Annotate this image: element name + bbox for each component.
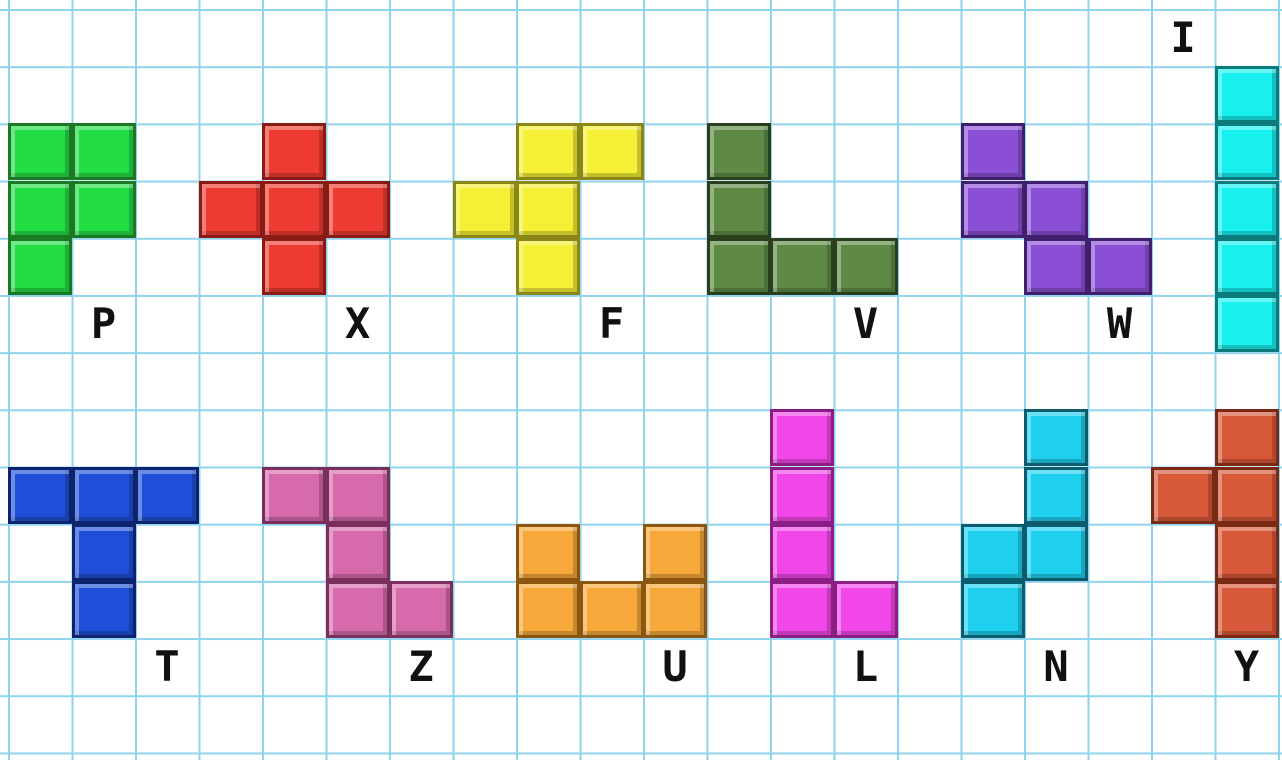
pentomino-l-square bbox=[834, 581, 898, 638]
pentomino-l-label: L bbox=[836, 642, 896, 692]
pentomino-t-square bbox=[72, 467, 136, 524]
pentomino-f-square bbox=[516, 238, 580, 295]
pentomino-t-label: T bbox=[137, 642, 197, 692]
pentomino-x-square bbox=[199, 181, 263, 238]
pentomino-u-label: U bbox=[645, 642, 705, 692]
pentomino-n-square bbox=[1024, 524, 1088, 581]
pentomino-u-square bbox=[516, 524, 580, 581]
pentomino-n-square bbox=[961, 581, 1025, 638]
pentomino-n-square bbox=[1024, 467, 1088, 524]
pentomino-p-label: P bbox=[74, 299, 134, 349]
pentomino-n-square bbox=[961, 524, 1025, 581]
pentomino-z-square bbox=[326, 524, 390, 581]
pentomino-l-square bbox=[770, 524, 834, 581]
pentomino-t-square bbox=[135, 467, 199, 524]
pentomino-l-square bbox=[770, 467, 834, 524]
pentomino-z-square bbox=[262, 467, 326, 524]
pentomino-w-square bbox=[961, 181, 1025, 238]
pentomino-w-square bbox=[1088, 238, 1152, 295]
pentomino-f-label: F bbox=[582, 299, 642, 349]
pentomino-x-square bbox=[326, 181, 390, 238]
pentomino-x-square bbox=[262, 238, 326, 295]
pentomino-u-square bbox=[516, 581, 580, 638]
pentomino-i-square bbox=[1215, 238, 1279, 295]
pentomino-y-square bbox=[1151, 467, 1215, 524]
pentomino-f-square bbox=[580, 123, 644, 180]
pentomino-p-square bbox=[72, 181, 136, 238]
pentomino-w-square bbox=[1024, 181, 1088, 238]
pentomino-l-square bbox=[770, 409, 834, 466]
pentomino-x-square bbox=[262, 123, 326, 180]
pentomino-y-square bbox=[1215, 467, 1279, 524]
pentomino-i-square bbox=[1215, 66, 1279, 123]
pentomino-x-square bbox=[262, 181, 326, 238]
pentomino-v-label: V bbox=[836, 299, 896, 349]
pentomino-f-square bbox=[516, 181, 580, 238]
pentomino-y-square bbox=[1215, 409, 1279, 466]
pentomino-v-square bbox=[707, 123, 771, 180]
pentomino-p-square bbox=[8, 123, 72, 180]
pentomino-i-label: I bbox=[1153, 13, 1213, 63]
pentomino-y-square bbox=[1215, 524, 1279, 581]
pentomino-l-square bbox=[770, 581, 834, 638]
pentomino-w-label: W bbox=[1090, 299, 1150, 349]
pentomino-w-square bbox=[1024, 238, 1088, 295]
pentomino-x-label: X bbox=[328, 299, 388, 349]
pentomino-n-label: N bbox=[1026, 642, 1086, 692]
pentomino-z-label: Z bbox=[391, 642, 451, 692]
pentomino-u-square bbox=[580, 581, 644, 638]
pentomino-w-square bbox=[961, 123, 1025, 180]
pentomino-u-square bbox=[643, 581, 707, 638]
pentomino-y-label: Y bbox=[1217, 642, 1277, 692]
pentomino-i-square bbox=[1215, 123, 1279, 180]
pentomino-t-square bbox=[72, 581, 136, 638]
pentomino-u-square bbox=[643, 524, 707, 581]
pentomino-p-square bbox=[8, 181, 72, 238]
pentomino-t-square bbox=[8, 467, 72, 524]
pentomino-p-square bbox=[72, 123, 136, 180]
pentomino-n-square bbox=[1024, 409, 1088, 466]
pentomino-v-square bbox=[707, 181, 771, 238]
pentomino-v-square bbox=[707, 238, 771, 295]
pentomino-v-square bbox=[770, 238, 834, 295]
pentomino-z-square bbox=[389, 581, 453, 638]
pentomino-f-square bbox=[453, 181, 517, 238]
pentomino-i-square bbox=[1215, 181, 1279, 238]
pentomino-p-square bbox=[8, 238, 72, 295]
pentomino-z-square bbox=[326, 467, 390, 524]
pentomino-z-square bbox=[326, 581, 390, 638]
pentomino-v-square bbox=[834, 238, 898, 295]
pentomino-f-square bbox=[516, 123, 580, 180]
pentomino-y-square bbox=[1215, 581, 1279, 638]
pentomino-i-square bbox=[1215, 295, 1279, 352]
pentomino-t-square bbox=[72, 524, 136, 581]
